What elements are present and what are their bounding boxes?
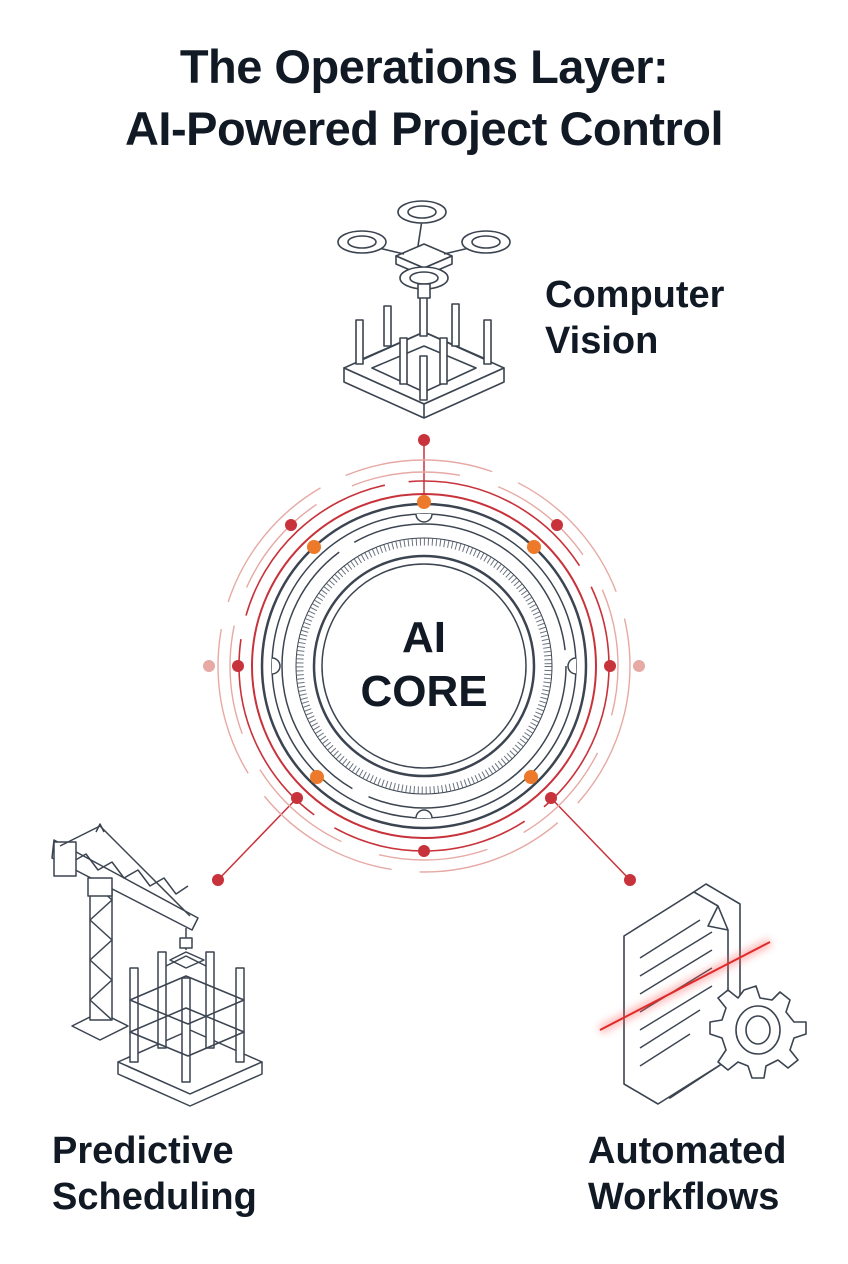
core-ring-outer: [312, 554, 536, 778]
ring-nodes: [203, 434, 645, 886]
label-automated-workflows-line-2: Workflows: [588, 1176, 780, 1218]
core-label-line-1: AI: [402, 613, 446, 662]
tick-ring: [296, 538, 552, 794]
core-ring-inner: [321, 563, 527, 769]
notch-left: [271, 657, 281, 675]
label-predictive-scheduling-line-2: Scheduling: [52, 1176, 257, 1218]
node-ur-red: [551, 519, 563, 531]
notch-top: [415, 513, 433, 523]
tower-crane-building-icon: [51, 823, 263, 1107]
label-automated-workflows-line-1: Automated: [588, 1130, 787, 1172]
node-lr-red: [545, 792, 557, 804]
label-predictive-scheduling-line-1: Predictive: [52, 1130, 234, 1172]
title-line-2: AI-Powered Project Control: [124, 102, 724, 155]
node-right-red: [604, 660, 616, 672]
outer-ring-2: [229, 471, 619, 861]
page-title: The Operations Layer: AI-Powered Project…: [0, 36, 848, 160]
outer-faint-rings: [217, 459, 631, 873]
connector-right: [550, 797, 631, 881]
node-right-end: [624, 874, 636, 886]
node-ll-red: [291, 792, 303, 804]
title-line-1: The Operations Layer:: [179, 40, 669, 93]
node-top-orange: [417, 495, 431, 509]
node-left-red: [232, 660, 244, 672]
connector-lines: [217, 440, 631, 881]
drone-over-foundation-icon: [337, 200, 511, 419]
label-computer-vision: Computer Vision: [545, 272, 724, 364]
label-automated-workflows: Automated Workflows: [588, 1128, 786, 1220]
label-predictive-scheduling: Predictive Scheduling: [52, 1128, 257, 1220]
red-ring-inner: [251, 493, 597, 839]
node-bottom-red: [418, 845, 430, 857]
dark-ring-3: [281, 523, 567, 809]
node-ll-orange: [310, 770, 324, 784]
node-top-red: [418, 434, 430, 446]
label-computer-vision-line-1: Computer: [545, 274, 725, 316]
node-ur-orange: [527, 540, 541, 554]
tick-ring-edge: [295, 537, 553, 795]
notch-right: [567, 657, 577, 675]
document-gear-icon: [598, 883, 807, 1105]
node-right-faint: [633, 660, 645, 672]
node-ul-red: [285, 519, 297, 531]
label-computer-vision-line-2: Vision: [545, 320, 659, 362]
notch-bottom: [415, 809, 433, 819]
core-label-line-2: CORE: [360, 667, 487, 716]
ring-notches: [271, 513, 577, 819]
node-ul-orange: [307, 540, 321, 554]
connector-left: [217, 797, 298, 881]
node-left-faint: [203, 660, 215, 672]
node-lr-orange: [524, 770, 538, 784]
outer-ring-1: [217, 459, 631, 873]
node-left-end: [212, 874, 224, 886]
